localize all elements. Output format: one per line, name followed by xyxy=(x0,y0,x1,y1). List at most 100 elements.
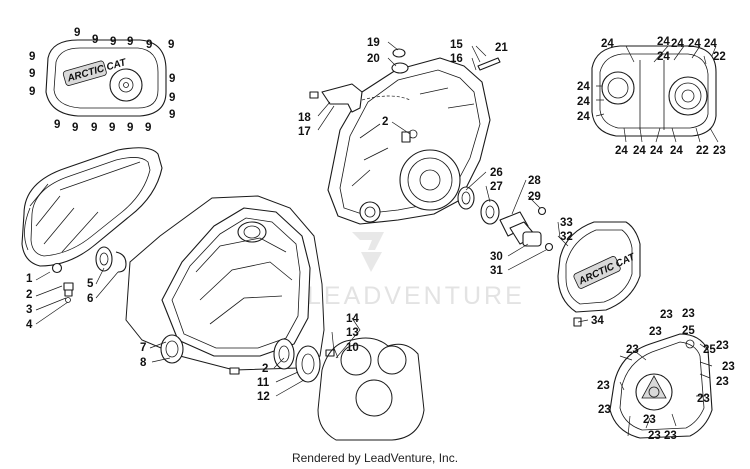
callout-label: 29 xyxy=(528,191,541,203)
callout-label: 24 xyxy=(615,145,628,157)
callout-label: 13 xyxy=(346,327,359,339)
outer-cover-part: ARCTIC CAT xyxy=(45,39,167,117)
callout-label: 1 xyxy=(26,273,33,285)
callout-label: 26 xyxy=(490,167,503,179)
seal-stack-part xyxy=(457,186,554,252)
crankcase-center-part xyxy=(327,57,491,225)
callout-label: 9 xyxy=(145,122,151,134)
callout-label: 9 xyxy=(92,34,98,46)
callout-label: 16 xyxy=(450,53,463,65)
callout-label: 24 xyxy=(688,38,701,50)
pump-cover-part xyxy=(609,333,713,439)
callout-label: 23 xyxy=(664,430,677,442)
callout-label: 32 xyxy=(560,231,573,243)
callout-label: 24 xyxy=(657,36,670,48)
callout-label: 33 xyxy=(560,217,573,229)
callout-label: 23 xyxy=(716,376,729,388)
footer-credit: Rendered by LeadVenture, Inc. xyxy=(291,451,459,465)
callout-label: 19 xyxy=(367,37,380,49)
callout-label: 17 xyxy=(298,126,311,138)
callout-label: 9 xyxy=(74,27,80,39)
callout-label: 23 xyxy=(598,404,611,416)
watermark: LEADVENTURE xyxy=(307,232,525,310)
callout-label: 23 xyxy=(626,344,639,356)
callout-label: 5 xyxy=(87,278,94,290)
callout-label: 18 xyxy=(298,112,311,124)
breather-bracket-part xyxy=(309,83,411,113)
callout-label: 23 xyxy=(682,308,695,320)
right-cover-part xyxy=(591,45,717,137)
callout-label: 24 xyxy=(577,81,590,93)
callout-label: 25 xyxy=(703,344,716,356)
callout-label: 12 xyxy=(257,391,270,403)
callout-label: 9 xyxy=(168,39,174,51)
callout-label: 24 xyxy=(577,111,590,123)
callout-label: 9 xyxy=(127,36,133,48)
callout-label: 23 xyxy=(649,326,662,338)
callout-label: 3 xyxy=(26,304,32,316)
callout-label: 23 xyxy=(648,430,661,442)
gasket-part xyxy=(125,195,325,371)
callout-labels: 9 9 9 9 9 9 9 9 9 9 9 9 9 9 9 9 9 9 1 2 … xyxy=(26,27,735,442)
callout-label: 23 xyxy=(597,380,610,392)
callout-label: 24 xyxy=(633,145,646,157)
callout-label: 34 xyxy=(591,315,604,327)
callout-label: 9 xyxy=(54,119,60,131)
callout-label: 8 xyxy=(140,357,147,369)
callout-label: 9 xyxy=(29,51,35,63)
callout-label: 22 xyxy=(696,145,709,157)
callout-label: 23 xyxy=(697,393,710,405)
callout-label: 9 xyxy=(109,122,115,134)
bearing-part xyxy=(95,246,127,273)
crankcase-left-part xyxy=(160,207,311,375)
callout-label: 24 xyxy=(704,38,717,50)
callout-label: 6 xyxy=(87,293,93,305)
callout-label: 9 xyxy=(169,73,175,85)
callout-label: 27 xyxy=(490,181,503,193)
callout-label: 4 xyxy=(26,319,33,331)
callout-label: 11 xyxy=(257,377,270,389)
callout-label: 20 xyxy=(367,53,380,65)
callout-label: 31 xyxy=(490,265,503,277)
callout-label: 23 xyxy=(716,340,729,352)
callout-label: 30 xyxy=(490,251,503,263)
callout-label: 24 xyxy=(671,38,684,50)
callout-label: 2 xyxy=(26,289,32,301)
callout-label: 25 xyxy=(682,325,695,337)
callout-label: 14 xyxy=(346,313,359,325)
callout-label: 23 xyxy=(713,145,726,157)
callout-label: 9 xyxy=(169,92,175,104)
watermark-text: LEADVENTURE xyxy=(307,282,525,310)
callout-label: 7 xyxy=(140,342,146,354)
callout-label: 28 xyxy=(528,175,541,187)
callout-label: 21 xyxy=(495,42,508,54)
callout-label: 10 xyxy=(346,342,359,354)
callout-label: 23 xyxy=(722,361,735,373)
magneto-cover-part: ARCTIC CAT xyxy=(557,221,641,327)
callout-label: 9 xyxy=(146,39,152,51)
callout-label: 9 xyxy=(91,122,97,134)
callout-label: 23 xyxy=(643,414,656,426)
callout-label: 9 xyxy=(29,86,35,98)
seal-bearing-part xyxy=(273,338,335,383)
callout-label: 22 xyxy=(713,51,726,63)
callout-label: 24 xyxy=(601,38,614,50)
callout-label: 9 xyxy=(169,109,175,121)
callout-label: 9 xyxy=(110,36,116,48)
callout-label: 9 xyxy=(29,68,35,80)
callout-label: 24 xyxy=(650,145,663,157)
callout-label: 2 xyxy=(262,363,268,375)
cap-part xyxy=(391,48,501,74)
callout-label: 24 xyxy=(657,51,670,63)
callout-label: 24 xyxy=(577,96,590,108)
leader-lines xyxy=(35,41,719,437)
callout-label: 23 xyxy=(660,309,673,321)
belt-cover-part xyxy=(21,147,163,274)
callout-label: 24 xyxy=(670,145,683,157)
drain-plug-part xyxy=(63,282,74,303)
callout-label: 9 xyxy=(127,122,133,134)
callout-label: 9 xyxy=(72,122,78,134)
callout-label: 2 xyxy=(382,116,388,128)
callout-label: 15 xyxy=(450,39,463,51)
